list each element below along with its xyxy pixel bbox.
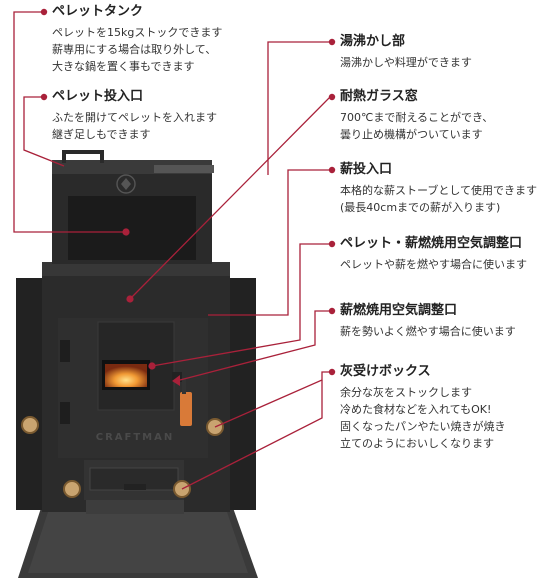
callout-desc: 余分な灰をストックします 冷めた食材などを入れてもOK! 固くなったパンやたい焼… <box>340 386 506 450</box>
callout-title: ペレット・薪燃焼用空気調整口 <box>340 236 523 251</box>
callout-title: ペレット投入口 <box>52 89 144 104</box>
fire <box>105 364 147 387</box>
left-side-shelf <box>16 278 46 510</box>
callout-pellet-tank: ペレットタンク ペレットを15kgストックできます 薪専用にする場合は取り外して… <box>52 4 222 75</box>
left-knob <box>21 416 39 434</box>
callout-ash-box: 灰受けボックス 余分な灰をストックします 冷めた食材などを入れてもOK! 固くな… <box>340 364 506 452</box>
callout-desc: ふたを開けてペレットを入れます 継ぎ足しもできます <box>52 111 217 141</box>
callout-title: 薪燃焼用空気調整口 <box>340 303 458 318</box>
callout-desc: 湯沸かしや料理ができます <box>340 56 472 69</box>
callout-kettle-heater: 湯沸かし部 湯沸かしや料理ができます <box>340 34 472 71</box>
callout-pellet-inlet: ペレット投入口 ふたを開けてペレットを入れます 継ぎ足しもできます <box>52 89 217 143</box>
callout-desc: ペレットや薪を燃やす場合に使います <box>340 258 527 271</box>
callout-title: 耐熱ガラス窓 <box>340 89 418 104</box>
door-lever <box>172 372 182 382</box>
callout-desc: 薪を勢いよく燃やす場合に使います <box>340 325 516 338</box>
bottom-left-knob <box>63 480 81 498</box>
callout-pellet-wood-air: ペレット・薪燃焼用空気調整口 ペレットや薪を燃やす場合に使います <box>340 236 527 273</box>
brand-lettering: CRAFTMAN <box>96 432 175 443</box>
callout-desc: ペレットを15kgストックできます 薪専用にする場合は取り外して、 大きな鍋を置… <box>52 26 223 73</box>
tank-handle <box>62 150 104 163</box>
callout-title: 湯沸かし部 <box>340 34 406 49</box>
callout-fuel-door: 薪投入口 本格的な薪ストーブとして使用できます (最長40cmまでの薪が入ります… <box>340 162 537 216</box>
kettle-heater-plate <box>154 165 214 173</box>
callout-wood-air: 薪燃焼用空気調整口 薪を勢いよく燃やす場合に使います <box>340 303 516 340</box>
callout-desc: 700℃まで耐えることができ、 曇り止め機構がついています <box>340 111 494 141</box>
callout-glass-window: 耐熱ガラス窓 700℃まで耐えることができ、 曇り止め機構がついています <box>340 89 493 143</box>
callout-title: 灰受けボックス <box>340 364 431 379</box>
callout-desc: 本格的な薪ストーブとして使用できます (最長40cmまでの薪が入ります) <box>340 184 538 214</box>
callout-title: 薪投入口 <box>340 162 393 177</box>
callout-title: ペレットタンク <box>52 4 144 19</box>
